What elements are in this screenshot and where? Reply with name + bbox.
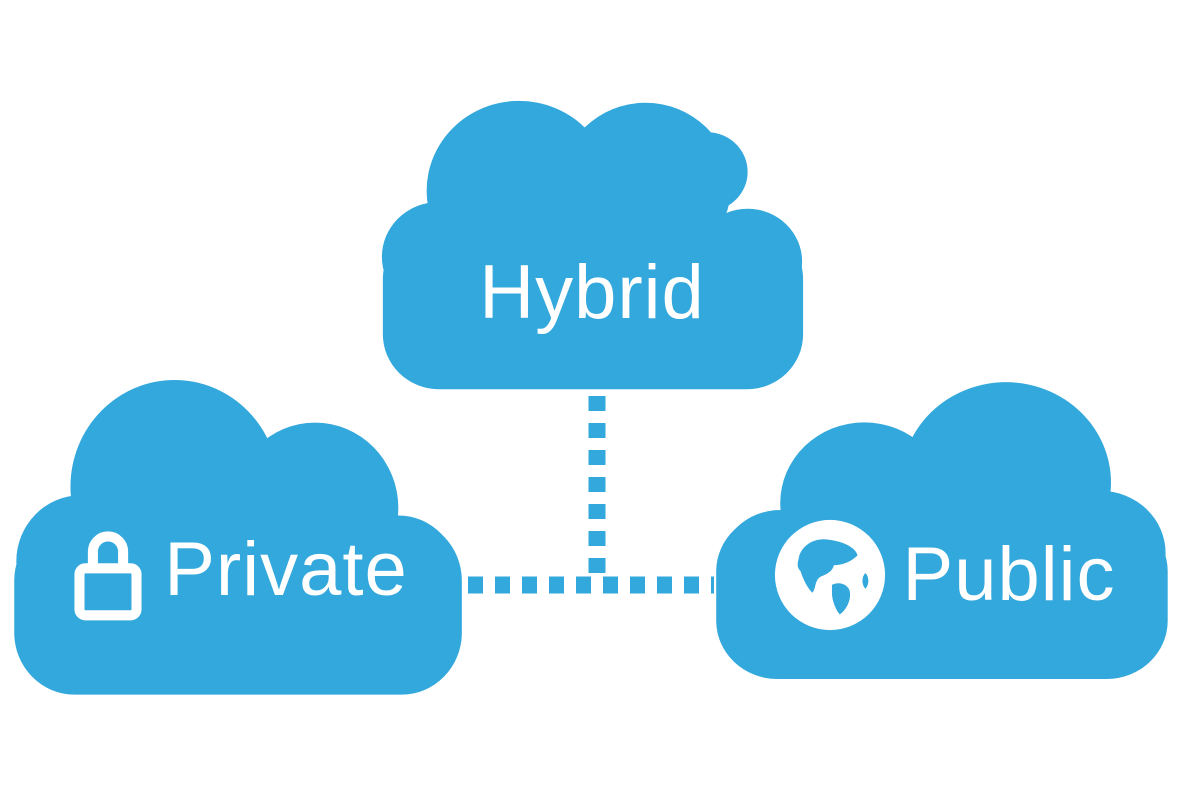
cloud-private: Private	[8, 348, 466, 700]
cloud-hybrid-content: Hybrid	[378, 255, 806, 331]
cloud-label-public: Public	[902, 532, 1116, 617]
cloud-public: Public	[712, 352, 1174, 684]
lock-icon	[74, 531, 142, 621]
cloud-hybrid: Hybrid	[378, 82, 806, 394]
globe-icon	[774, 519, 885, 631]
cloud-private-content: Private	[8, 518, 466, 622]
cloud-shape-icon	[381, 100, 804, 390]
cloud-label-private: Private	[164, 527, 408, 612]
cloud-label-hybrid: Hybrid	[479, 250, 705, 335]
cloud-public-content: Public	[712, 516, 1174, 634]
